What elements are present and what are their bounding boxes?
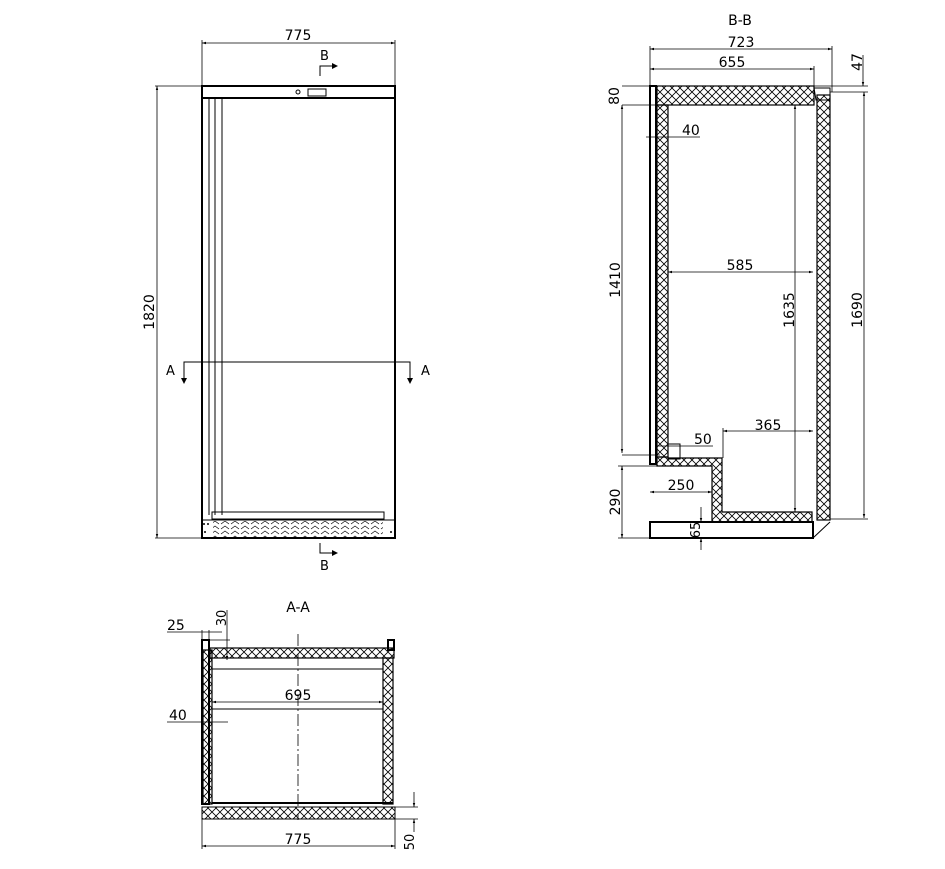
- section-a-label-left: A: [166, 364, 175, 379]
- body-depth-label: 655: [719, 55, 746, 71]
- section-line-a: [183, 361, 411, 382]
- section-a-label-right: A: [421, 364, 430, 379]
- wall-thickness-label: 40: [682, 123, 700, 139]
- top-offset-label: 47: [850, 53, 866, 71]
- flange-depth-label: 30: [215, 610, 230, 627]
- overall-depth-label: 723: [728, 35, 755, 51]
- front-height-label: 1820: [142, 294, 158, 330]
- section-b-marker-bottom: [319, 543, 334, 554]
- step-width-label: 250: [668, 478, 695, 494]
- section-aa: A-A 25 30 695 40: [167, 600, 418, 850]
- section-bb: B-B 723 655 47 80 40 585: [607, 13, 868, 550]
- front-width-label: 775: [285, 28, 312, 44]
- section-b-marker-top: [319, 65, 334, 76]
- base-offset-label: 65: [689, 522, 704, 539]
- cabinet-outline: [201, 85, 396, 539]
- compressor-depth-label: 365: [755, 418, 782, 434]
- door-thickness-label: 50: [403, 834, 418, 851]
- section-b-label-bottom: B: [320, 559, 329, 574]
- door-insulation: [816, 94, 831, 521]
- base-height-label: 290: [608, 489, 624, 516]
- flange-label: 25: [167, 618, 185, 634]
- section-aa-title: A-A: [286, 600, 310, 616]
- section-bb-title: B-B: [728, 13, 752, 29]
- inner-depth-label: 585: [727, 258, 754, 274]
- section-b-label-top: B: [320, 49, 329, 64]
- inner-width-label: 695: [285, 688, 312, 704]
- step-depth-label: 50: [694, 432, 712, 448]
- top-insulation-label: 80: [607, 87, 623, 105]
- outer-height-label: 1690: [850, 292, 866, 328]
- inner-height-label: 1635: [782, 292, 798, 328]
- front-view: 775 1820 A A B B: [142, 28, 430, 574]
- ventilation-grille: [213, 521, 383, 537]
- wall-thickness-aa-label: 40: [169, 708, 187, 724]
- lower-height-label: 1410: [608, 262, 624, 298]
- control-knob-icon: [295, 89, 301, 95]
- door-section: [201, 806, 396, 820]
- outer-width-label: 775: [285, 832, 312, 848]
- display-panel: [307, 88, 327, 97]
